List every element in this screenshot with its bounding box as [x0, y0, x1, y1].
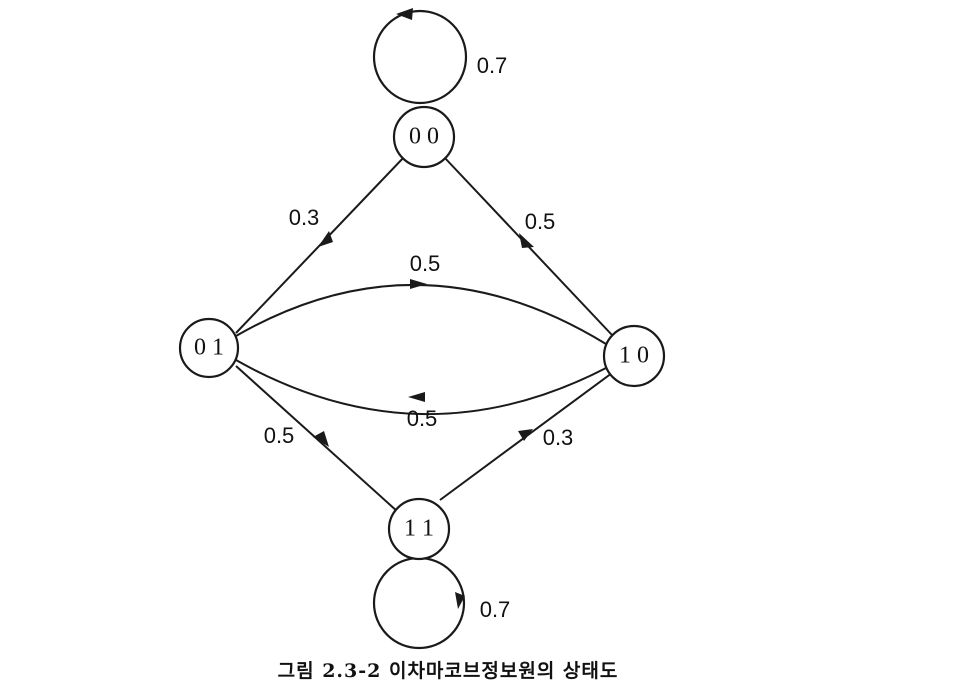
edge-10-to-01: [235, 359, 607, 416]
prob-10-to-00: 0.5: [525, 209, 556, 234]
state-00-label: 0 0: [409, 124, 439, 150]
arrowhead-11-to-10: [518, 429, 533, 441]
state-10-label: 1 0: [619, 343, 649, 369]
arrowhead-00-to-01: [318, 231, 333, 247]
prob-loop-00: 0.7: [477, 53, 508, 78]
arrowhead-01-to-11: [313, 431, 329, 447]
prob-loop-11: 0.7: [480, 597, 511, 622]
arrowhead-loop-11: [455, 592, 465, 609]
prob-00-to-01: 0.3: [289, 205, 320, 230]
arrowhead-10-to-01: [408, 392, 425, 402]
edge-01-to-10: [235, 283, 607, 345]
figure-caption: 그림 2.3-2 이차마코브정보원의 상태도: [278, 660, 619, 682]
state-11-label: 1 1: [404, 516, 434, 542]
prob-01-to-11: 0.5: [264, 423, 295, 448]
arrowhead-01-to-10: [410, 279, 427, 289]
arrowhead-loop-00: [396, 8, 413, 20]
prob-11-to-10: 0.3: [543, 425, 574, 450]
state-00: 0 0: [392, 105, 456, 169]
state-01: 0 1: [178, 317, 240, 379]
prob-01-to-10: 0.5: [410, 251, 441, 276]
state-10: 1 0: [602, 324, 666, 388]
state-01-label: 0 1: [194, 335, 224, 361]
self-loop-00: [372, 9, 468, 105]
self-loop-11: [372, 556, 466, 650]
state-11: 1 1: [387, 497, 451, 561]
prob-10-to-01: 0.5: [407, 406, 438, 431]
arrowhead-10-to-00: [519, 233, 534, 248]
